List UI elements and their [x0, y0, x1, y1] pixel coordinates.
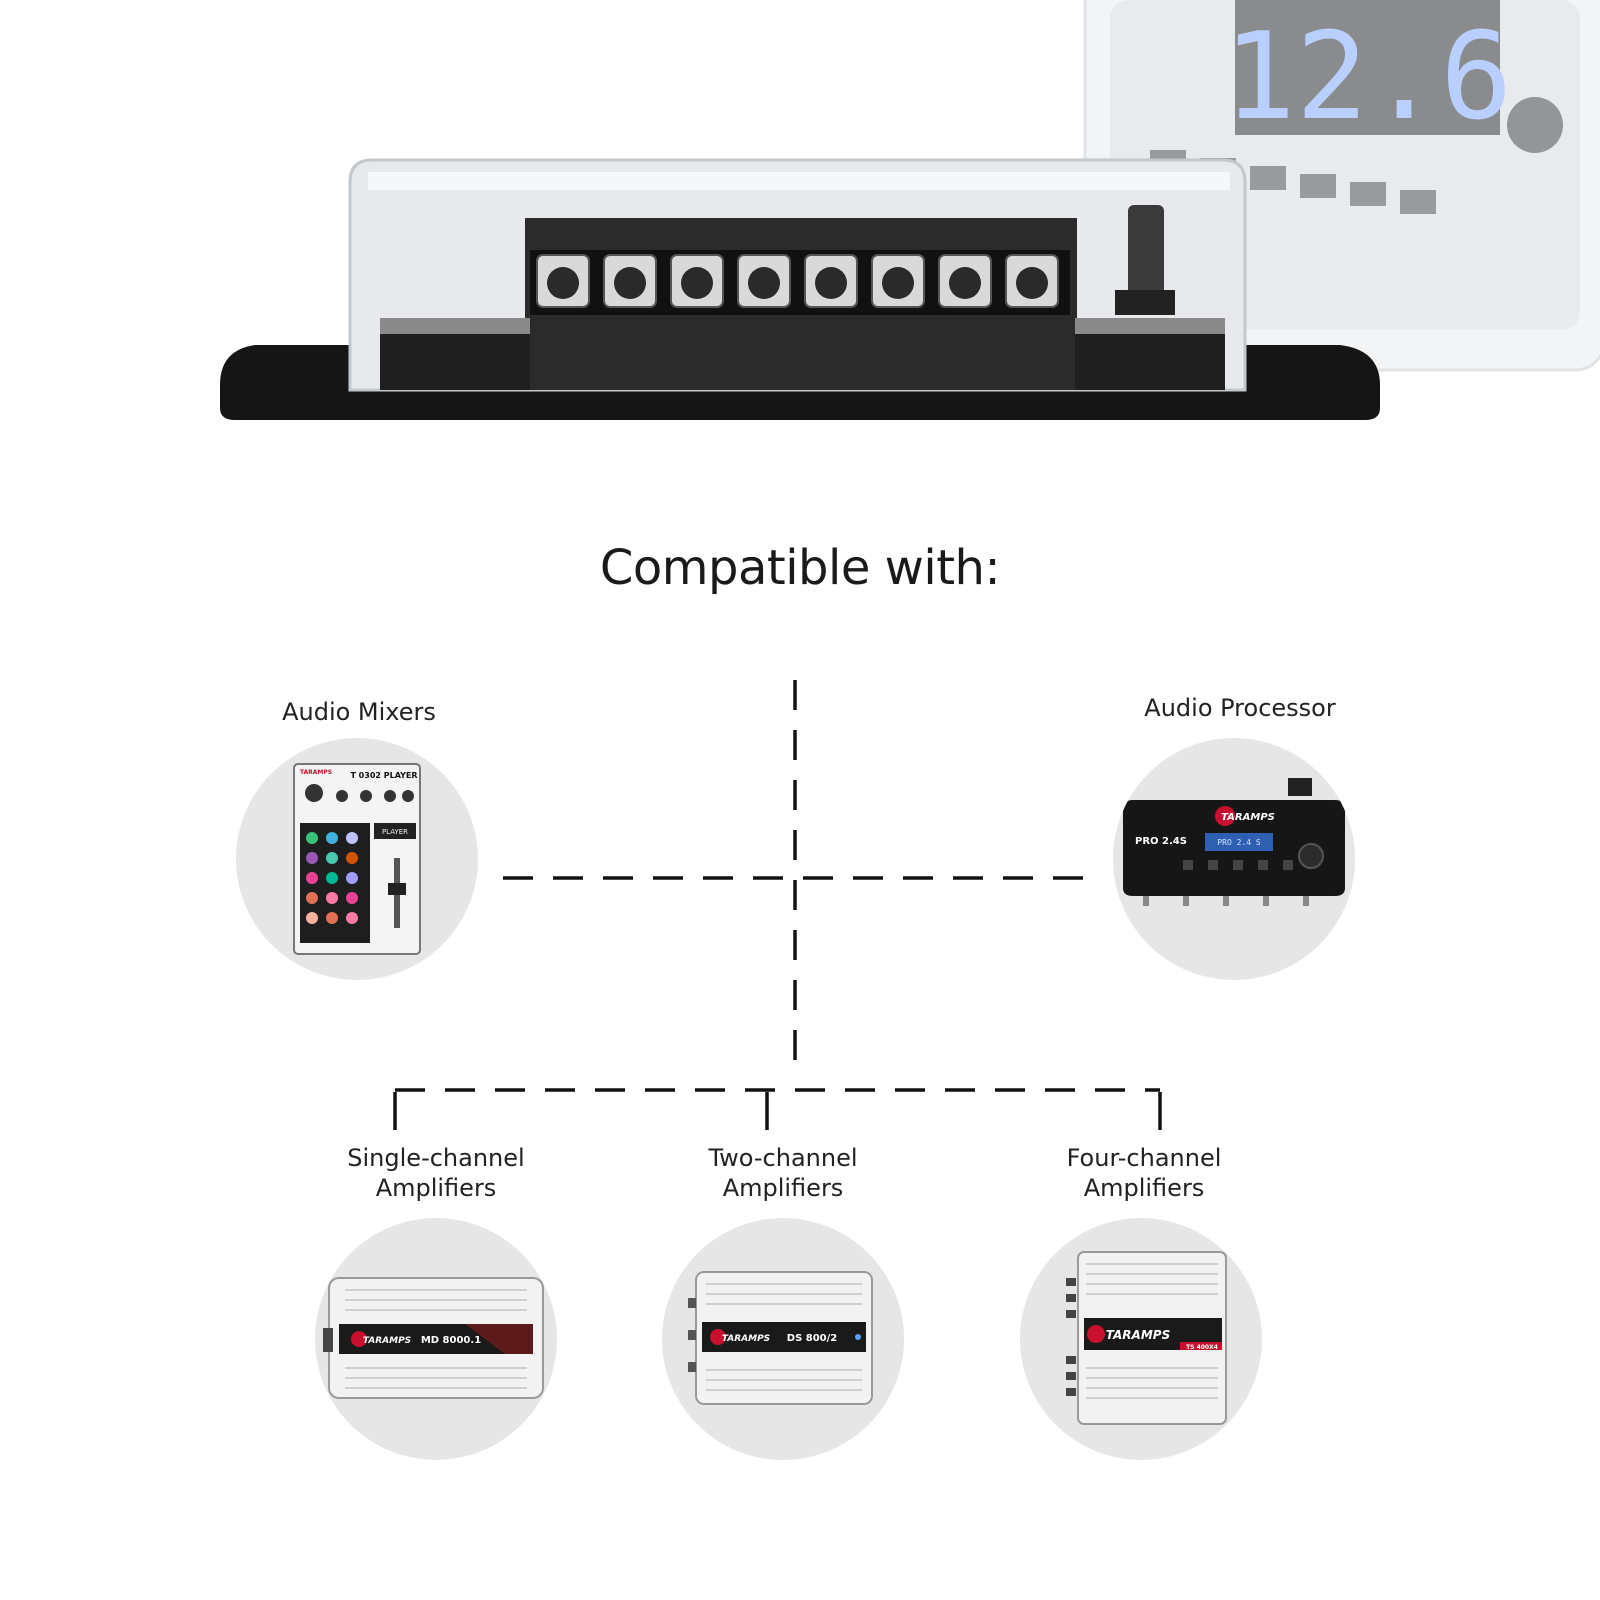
node-single-channel: TARAMPS MD 8000.1 [315, 1218, 557, 1460]
two-brand: TARAMPS [722, 1334, 770, 1344]
label-two-line2: Amplifiers [722, 1174, 844, 1202]
two-channel-amp-image: TARAMPS DS 800/2 [688, 1271, 873, 1405]
mixer-screen: PLAYER [382, 828, 408, 836]
two-model: DS 800/2 [787, 1333, 838, 1344]
voltmeter-display: 12.6 [1224, 8, 1513, 147]
label-four-line1: Four-channel [1066, 1144, 1222, 1172]
processor-screen: PRO 2.4 S [1217, 838, 1261, 847]
node-four-channel: TARAMPS TS 400X4 [1020, 1218, 1262, 1460]
label-audio-processor: Audio Processor [1144, 694, 1336, 722]
single-channel-amp-image: TARAMPS MD 8000.1 [323, 1277, 544, 1399]
label-four-line2: Amplifiers [1083, 1174, 1205, 1202]
mixer-brand: TARAMPS [300, 769, 332, 776]
node-audio-mixers: T 0302 PLAYER PLAYER TARAMPS [236, 738, 478, 980]
audio-mixer-image: T 0302 PLAYER PLAYER TARAMPS [293, 763, 421, 955]
page-title: Compatible with: [599, 540, 1001, 596]
single-model: MD 8000.1 [421, 1335, 481, 1346]
product-image: 12.6 [220, 0, 1600, 420]
label-four-channel: Four-channel Amplifiers [1034, 1143, 1254, 1203]
label-single-channel: Single-channel Amplifiers [326, 1143, 546, 1203]
label-two-line1: Two-channel [708, 1144, 858, 1172]
processor-model: PRO 2.4S [1135, 836, 1187, 847]
mixer-model: T 0302 PLAYER [350, 771, 417, 780]
four-brand: TARAMPS [1106, 1328, 1170, 1342]
four-model: TS 400X4 [1186, 1344, 1218, 1351]
label-two-channel: Two-channel Amplifiers [673, 1143, 893, 1203]
four-channel-amp-image: TARAMPS TS 400X4 [1066, 1251, 1227, 1425]
node-two-channel: TARAMPS DS 800/2 [662, 1218, 904, 1460]
distribution-block [220, 158, 1380, 420]
processor-brand: TARAMPS [1221, 812, 1275, 823]
node-audio-processor: TARAMPS PRO 2.4S PRO 2.4 S [1113, 738, 1355, 980]
terminal-row [530, 250, 1070, 315]
audio-processor-image: TARAMPS PRO 2.4S PRO 2.4 S [1123, 778, 1345, 906]
label-audio-mixers: Audio Mixers [282, 698, 436, 726]
label-single-line2: Amplifiers [375, 1174, 497, 1202]
label-single-line1: Single-channel [347, 1144, 525, 1172]
single-brand: TARAMPS [363, 1336, 411, 1346]
